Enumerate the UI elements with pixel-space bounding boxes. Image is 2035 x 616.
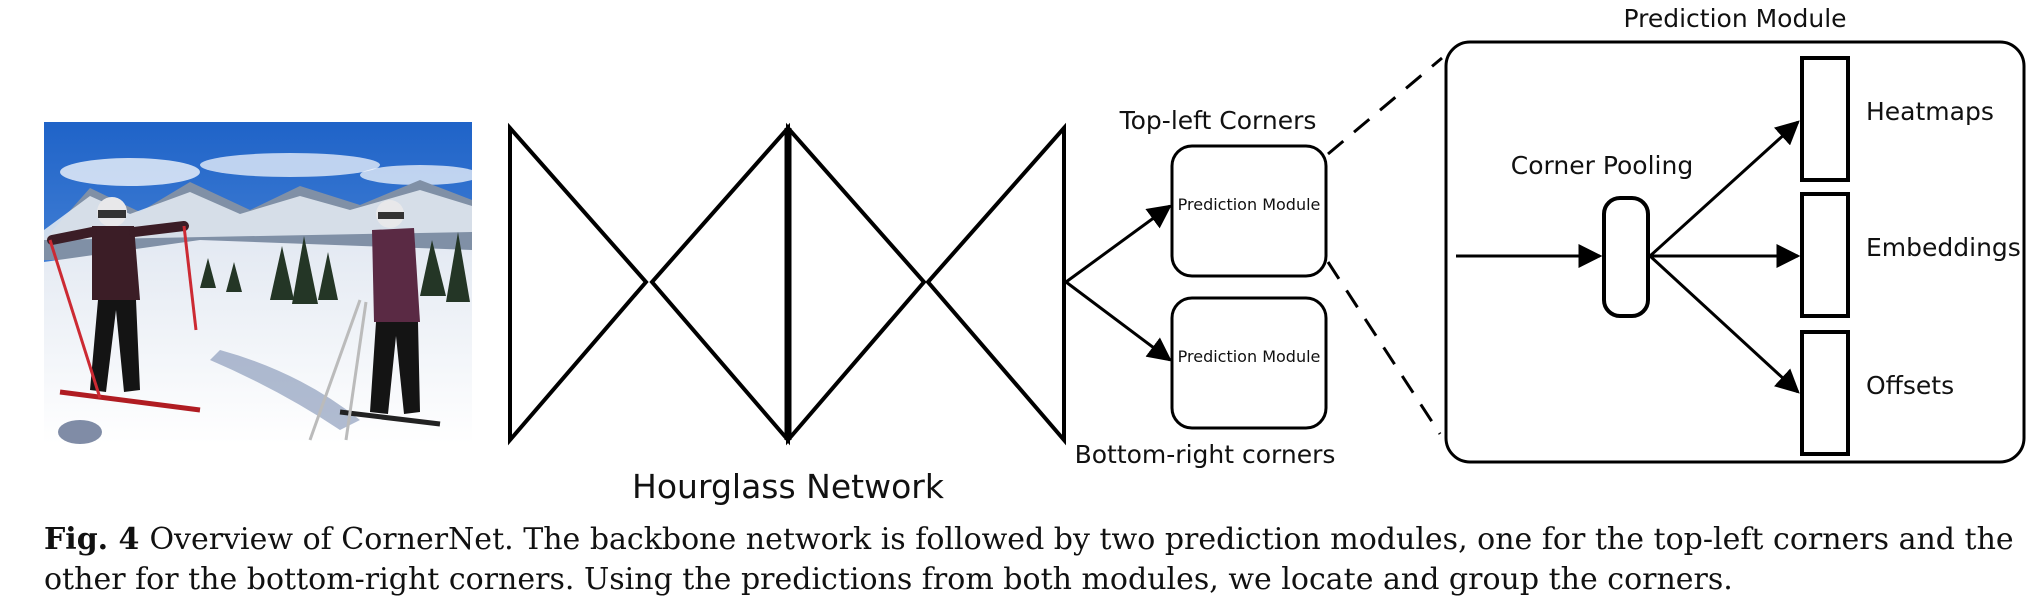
input-image (44, 122, 472, 444)
zoom-line-top (1327, 56, 1443, 156)
arrow-to-bottom-right-module (1065, 280, 1172, 362)
prediction-module-expanded (1444, 40, 2026, 464)
prediction-module-title: Prediction Module (1623, 4, 1846, 33)
heatmaps-label: Heatmaps (1866, 97, 1994, 126)
photo-cloud (60, 158, 200, 186)
photo-snow (44, 240, 472, 444)
offsets-box (1800, 330, 1850, 456)
hourglass-encoder-2 (786, 122, 927, 446)
arrow-to-heatmaps (1648, 120, 1800, 258)
photo-skier-right (308, 200, 441, 441)
hourglass-label: Hourglass Network (632, 467, 945, 506)
figure-label: Fig. 4 (44, 522, 140, 557)
arrow-to-offsets (1648, 254, 1800, 394)
embeddings-box (1800, 192, 1850, 318)
heatmaps-box (1800, 56, 1850, 182)
photo-shadow (58, 420, 102, 444)
embeddings-label: Embeddings (1866, 233, 2021, 262)
prediction-module-top-left-label: Prediction Module (1178, 195, 1321, 214)
photo-cloud (200, 153, 380, 177)
prediction-module-bottom-right-label: Prediction Module (1178, 347, 1321, 366)
cornernet-diagram: Hourglass Network Top-left Corners Botto… (44, 4, 2026, 506)
photo-cloud (360, 165, 472, 185)
corner-pooling-label: Corner Pooling (1511, 151, 1693, 180)
photo-trees (200, 232, 470, 304)
hourglass-encoder-1 (508, 122, 649, 446)
arrow-to-top-left-module (1065, 204, 1172, 284)
corner-pooling-box (1602, 196, 1650, 318)
prediction-module-top-left: Prediction Module (1170, 144, 1328, 278)
photo-shadow (210, 350, 360, 430)
photo-skier-left (47, 197, 201, 413)
hourglass-decoder-1 (649, 122, 790, 446)
hourglass-decoder-2 (925, 122, 1066, 446)
zoom-line-bottom (1326, 261, 1442, 435)
prediction-module-bottom-right: Prediction Module (1170, 296, 1328, 430)
bottom-right-corners-label: Bottom-right corners (1075, 440, 1336, 469)
hourglass-network (508, 122, 1066, 446)
offsets-label: Offsets (1866, 371, 1954, 400)
top-left-corners-label: Top-left Corners (1119, 106, 1317, 135)
caption-text: Overview of CornerNet. The backbone netw… (44, 522, 2014, 597)
